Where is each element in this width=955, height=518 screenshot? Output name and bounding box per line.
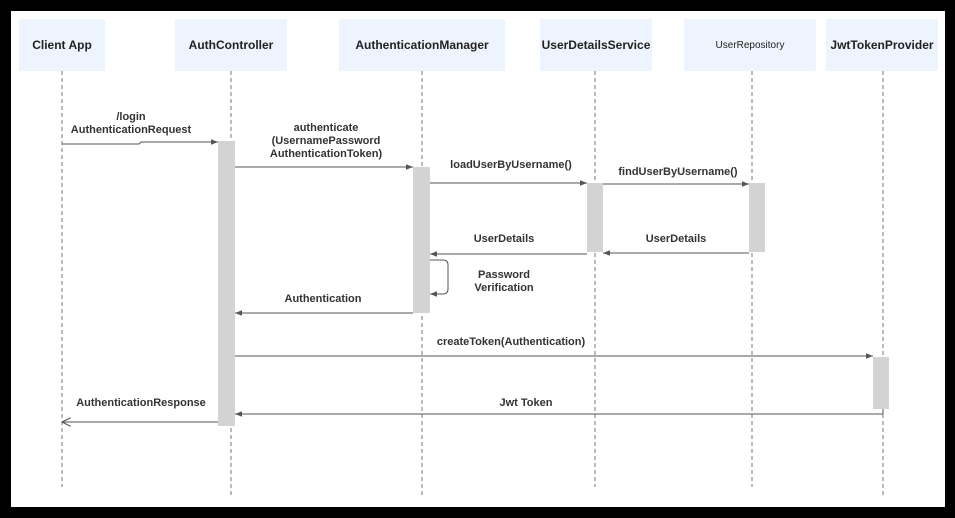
message-line: (UsernamePassword (271, 135, 381, 147)
message-text: findUserByUsername() (618, 166, 738, 178)
message-load-user: loadUserByUsername() (436, 159, 586, 172)
activation-authentication-manager (413, 167, 430, 313)
message-find-user: findUserByUsername() (608, 166, 748, 179)
activation-jwt-token-provider (873, 357, 889, 409)
participant-label: UserRepository (715, 39, 785, 51)
activation-user-repository (749, 183, 765, 252)
participant-auth-controller: AuthController (175, 19, 287, 71)
activation-user-details-service (587, 183, 603, 252)
message-text: Jwt Token (499, 397, 553, 409)
arrow-jwt-token (235, 409, 884, 417)
message-line: Password (478, 269, 530, 281)
message-text: Authentication (284, 293, 362, 305)
message-line: AuthenticationRequest (70, 124, 192, 136)
message-line: authenticate (293, 122, 359, 134)
message-login: /login AuthenticationRequest (66, 111, 196, 137)
message-authenticate: authenticate (UsernamePassword Authentic… (256, 122, 396, 161)
message-text: UserDetails (473, 233, 535, 245)
participant-user-details-service: UserDetailsService (540, 19, 652, 71)
message-line: AuthenticationToken) (269, 148, 383, 160)
message-line: Verification (474, 282, 534, 294)
activation-auth-controller (218, 141, 235, 426)
message-password-verification: Password Verification (461, 269, 547, 295)
participant-label: JwtTokenProvider (830, 38, 934, 52)
message-jwt-token: Jwt Token (481, 397, 571, 410)
participant-label: AuthenticationManager (355, 38, 489, 52)
message-authentication-response: AuthenticationResponse (66, 397, 216, 410)
message-text: AuthenticationResponse (76, 397, 206, 409)
message-line: /login (116, 111, 146, 123)
message-text: loadUserByUsername() (450, 159, 572, 171)
message-user-details-repo: UserDetails (631, 233, 721, 246)
participant-label: AuthController (188, 38, 274, 52)
message-create-token: createToken(Authentication) (416, 336, 606, 349)
arrow-login (62, 139, 218, 145)
participant-authentication-manager: AuthenticationManager (339, 19, 505, 71)
participant-user-repository: UserRepository (684, 19, 816, 71)
participant-jwt-token-provider: JwtTokenProvider (826, 19, 938, 71)
diagram-lines (61, 71, 889, 495)
sequence-diagram: Client App AuthController Authentication… (11, 11, 945, 507)
message-user-details-service: UserDetails (459, 233, 549, 246)
arrow-password-verification (430, 259, 449, 297)
participant-label: UserDetailsService (541, 38, 651, 52)
message-authentication: Authentication (269, 293, 377, 306)
participant-client-app: Client App (19, 19, 105, 71)
participant-label: Client App (32, 38, 92, 52)
message-text: createToken(Authentication) (436, 336, 586, 348)
message-text: UserDetails (645, 233, 707, 245)
